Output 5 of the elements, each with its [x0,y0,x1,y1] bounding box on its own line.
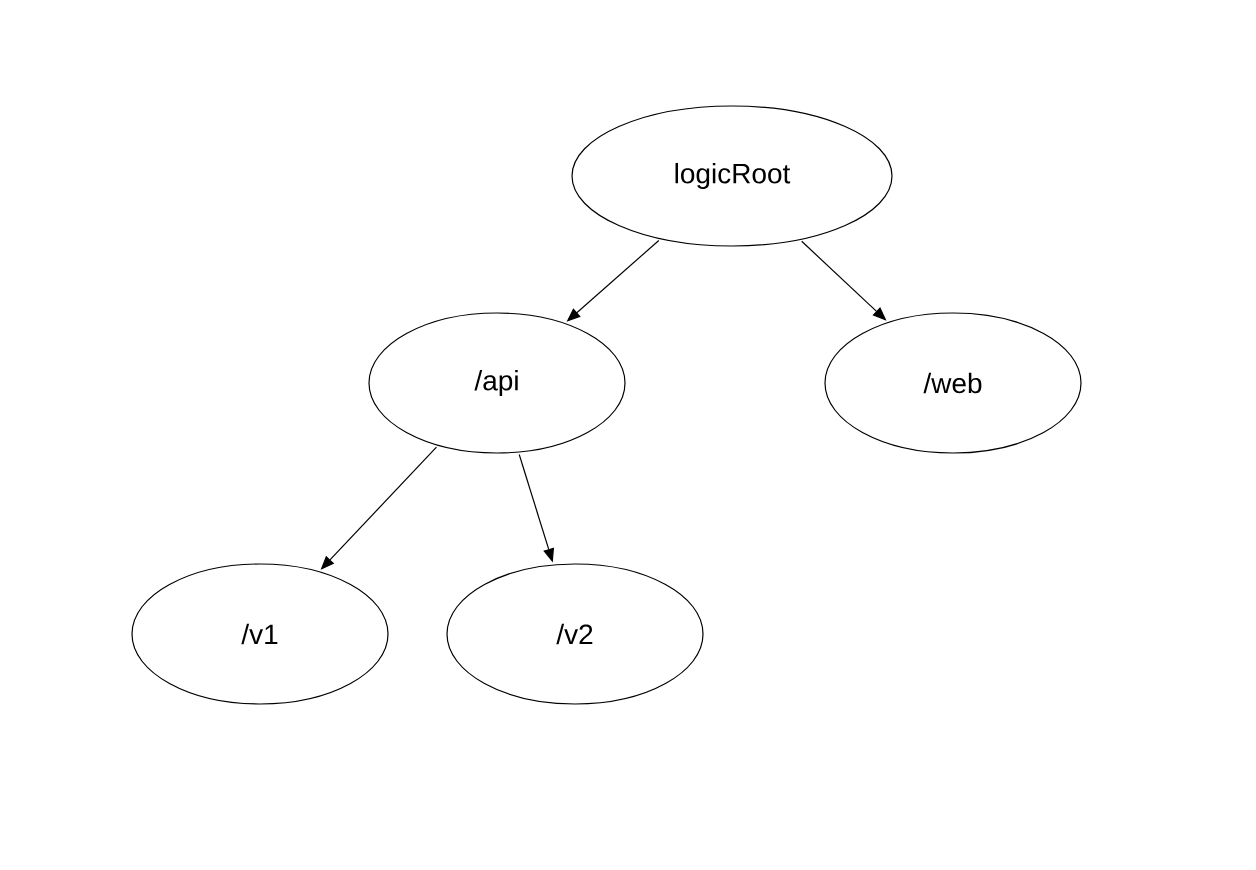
ellipse-node: /api [368,312,626,454]
ellipse-node: logicRoot [571,105,893,247]
ellipse-node: /web [824,312,1082,454]
ellipse-node: /v1 [131,563,389,705]
ellipse-node: /v2 [446,563,704,705]
